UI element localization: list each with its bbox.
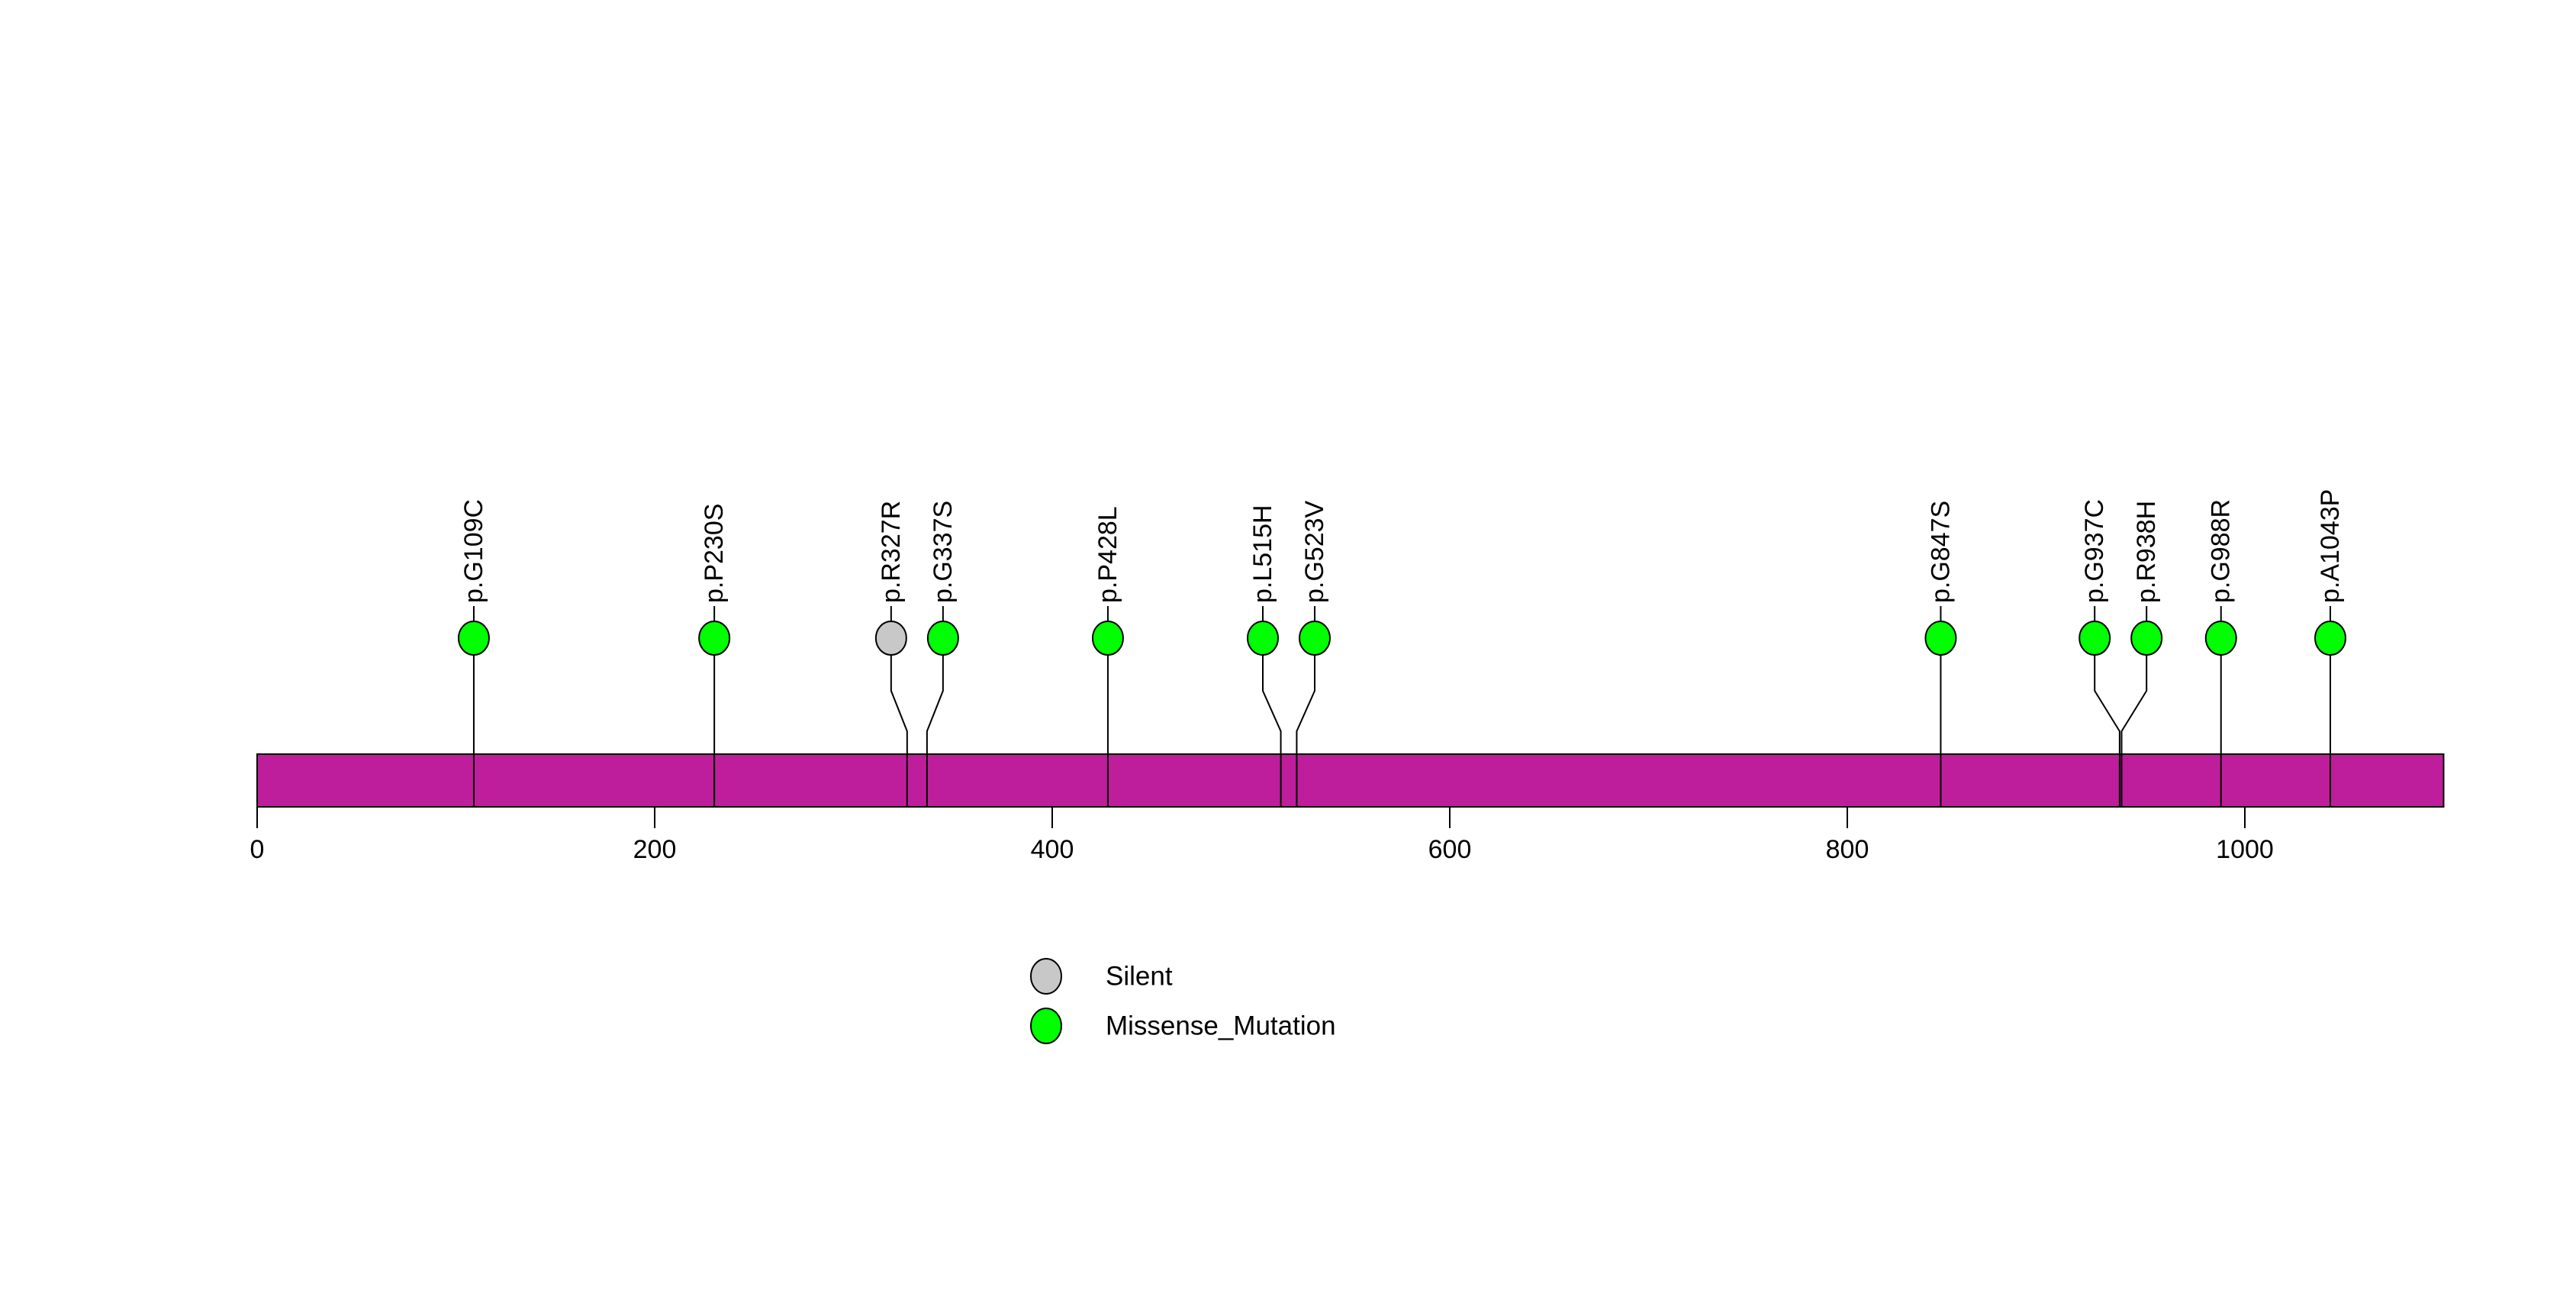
mutation-label: p.G937C: [2080, 499, 2109, 603]
mutation-label: p.P230S: [700, 504, 729, 603]
legend-swatch-silent: [1030, 958, 1062, 995]
mutation-label: p.G109C: [459, 499, 488, 603]
mutation-point: [926, 621, 959, 656]
legend-label-missense: Missense_Mutation: [1106, 1011, 1336, 1041]
lollipop-stems: [472, 606, 2332, 807]
protein-bar: [256, 753, 2445, 808]
mutation-label: p.G847S: [1926, 501, 1955, 603]
legend-swatch-missense: [1030, 1008, 1062, 1044]
mutation-label: p.G988R: [2207, 499, 2236, 603]
mutation-point: [2079, 621, 2111, 656]
lollipop-stem: [2094, 653, 2120, 807]
mutation-label: p.R327R: [877, 501, 906, 603]
mutation-label: p.P428L: [1093, 506, 1122, 603]
mutation-label: p.G523V: [1300, 500, 1329, 603]
legend-label-silent: Silent: [1106, 962, 1173, 992]
lollipop-stem: [1261, 653, 1282, 807]
x-axis: 0 200 400 600 800 1000: [250, 807, 2274, 864]
mutation-point: [2204, 621, 2237, 656]
mutation-label: p.A1043P: [2316, 489, 2345, 603]
mutation-point: [2314, 621, 2347, 656]
mutation-point: [457, 621, 490, 656]
mutation-point: [1298, 621, 1331, 656]
axis-tick-label: 800: [1826, 835, 1869, 864]
mutation-point: [1246, 621, 1279, 656]
mutation-label: p.L515H: [1248, 505, 1277, 603]
mutation-point: [1091, 621, 1124, 656]
lollipop-stem: [890, 653, 908, 807]
axis-tick-label: 0: [250, 835, 265, 864]
lollipop-stem: [926, 653, 944, 807]
lollipop-stem: [1296, 653, 1315, 807]
axis-tick-label: 200: [633, 835, 677, 864]
axis-tick-label: 400: [1031, 835, 1074, 864]
mutation-point: [2130, 621, 2163, 656]
axis-tick-label: 600: [1428, 835, 1472, 864]
mutation-label: p.R938H: [2132, 501, 2161, 603]
mutation-labels: p.G109C p.P230S p.R327R p.G337S p.P428L p.L51…: [459, 489, 2345, 603]
mutation-label: p.G337S: [929, 501, 958, 603]
mutation-point: [1924, 621, 1957, 656]
axis-tick-label: 1000: [2216, 835, 2274, 864]
legend: Silent Missense_Mutation: [1030, 958, 1336, 1044]
lollipop-stem: [2120, 653, 2148, 807]
mutation-point: [698, 621, 731, 656]
mutation-point: [874, 621, 907, 656]
mutation-points: [457, 621, 2347, 656]
